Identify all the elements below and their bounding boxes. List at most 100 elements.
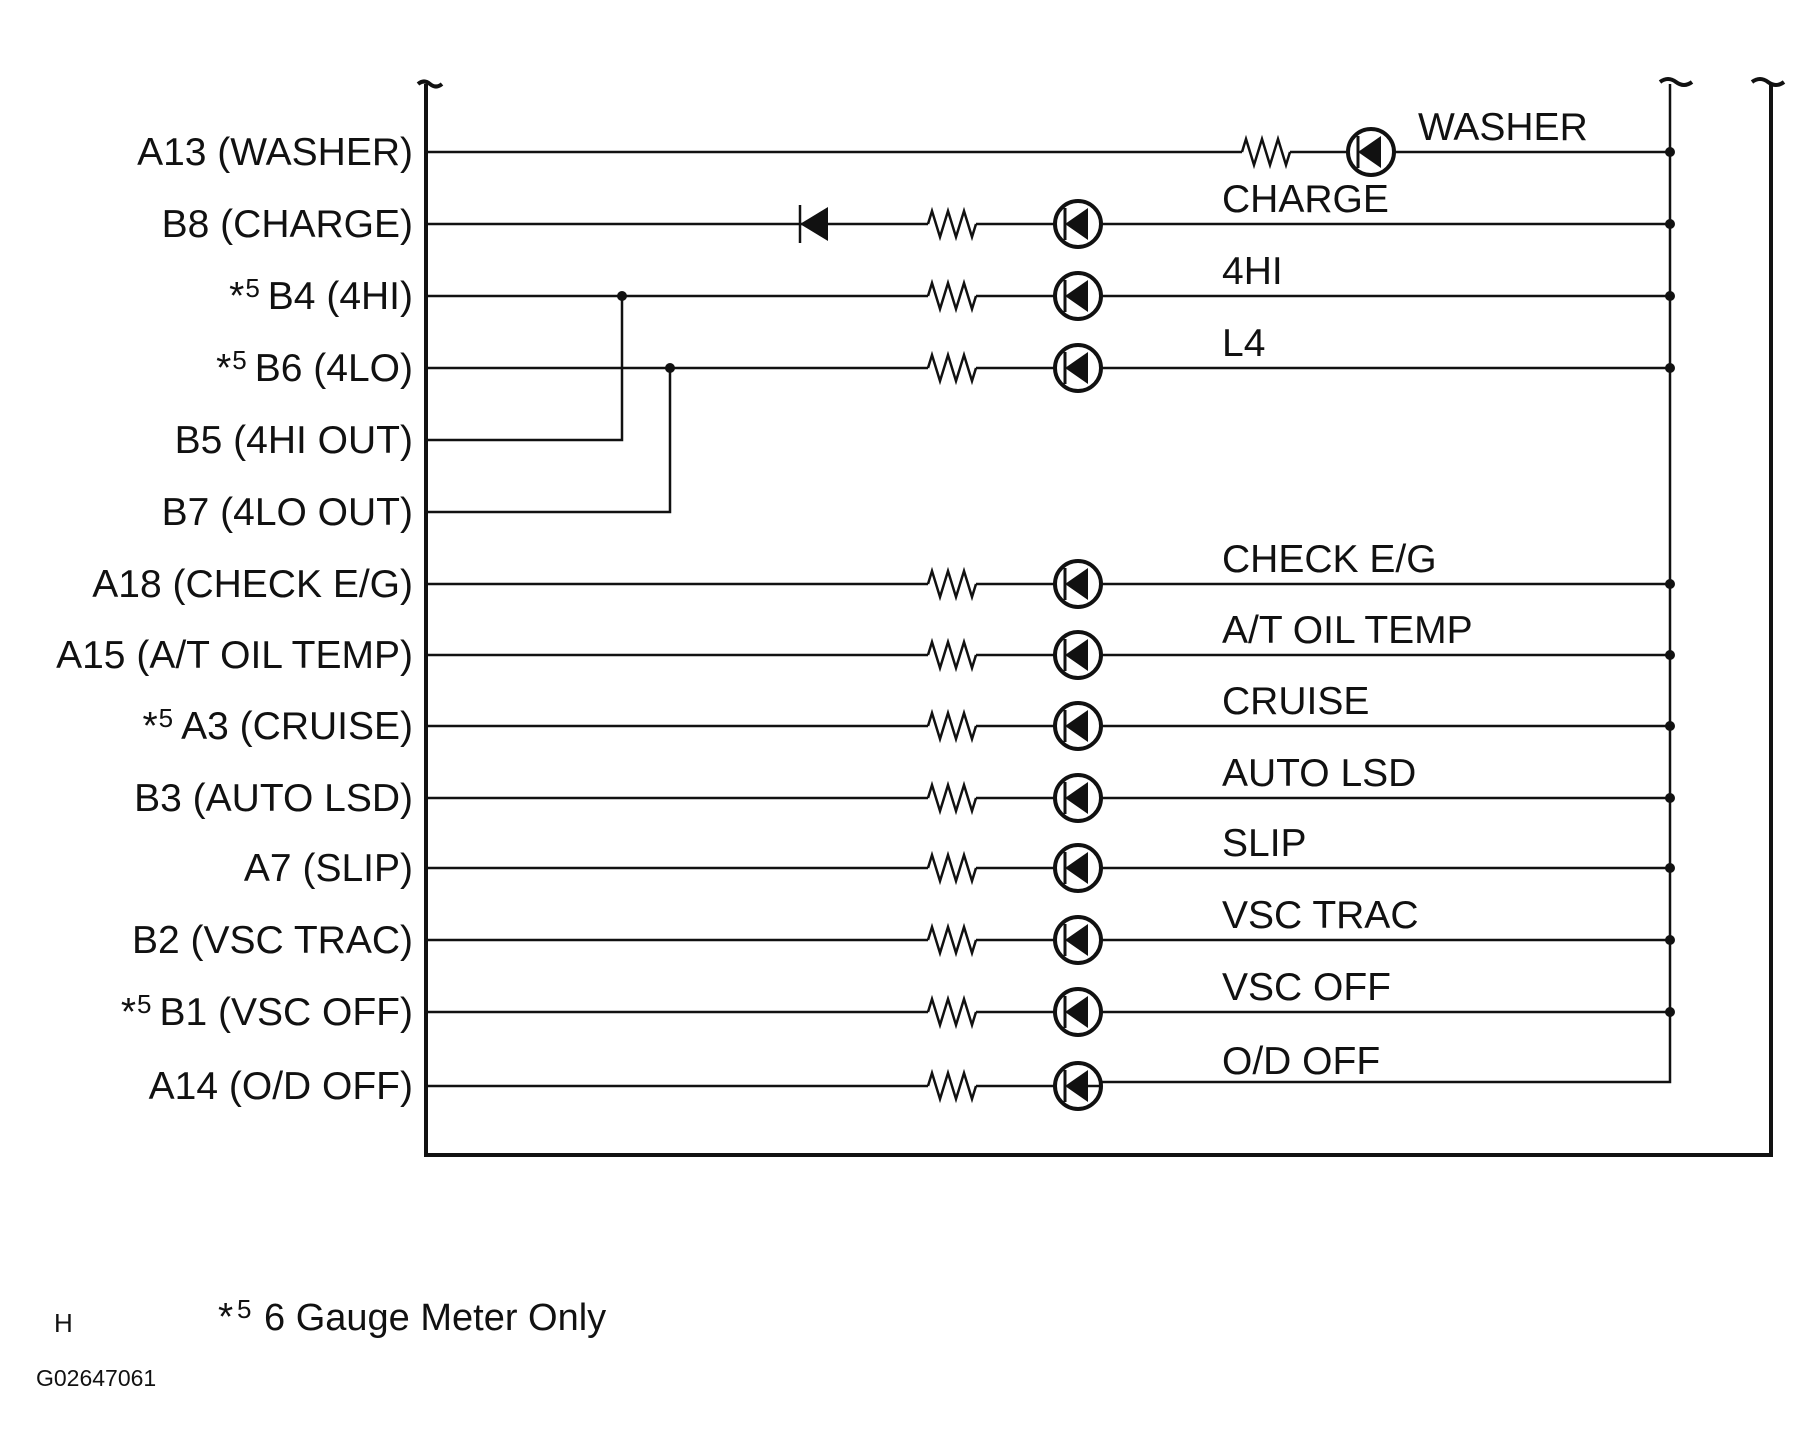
terminal-name: B6 (4LO) (255, 347, 413, 390)
resistor (926, 637, 978, 673)
terminal-label: B1 (VSC OFF)*5 (121, 989, 413, 1034)
terminal-label: B5 (4HI OUT) (175, 419, 413, 462)
footnote-star: * (218, 1296, 233, 1339)
lamp-circuit: A/T OIL TEMP (426, 609, 1675, 680)
lamp-circuit: CHARGE (426, 178, 1675, 249)
bus-junction-dot (1665, 863, 1675, 873)
lamp-circuit: L4 (426, 322, 1675, 393)
terminal-star: * (229, 275, 244, 318)
lamp-circuit: O/D OFF (426, 1040, 1380, 1111)
terminal-star: * (121, 991, 136, 1034)
junction-dot-b4 (617, 291, 627, 301)
b5-link-wire (426, 296, 624, 442)
lamp-label: CRUISE (1222, 680, 1369, 723)
terminal-label: A15 (A/T OIL TEMP) (56, 634, 413, 677)
indicator-lamp-icon (1053, 915, 1103, 965)
b7-link-wire (426, 368, 672, 514)
junction-dot-b6 (665, 363, 675, 373)
terminal-label: A3 (CRUISE) *5 (142, 703, 413, 748)
indicator-lamp-icon (1053, 701, 1103, 751)
footnote-superscript: 5 (237, 1294, 251, 1324)
lamp-label: L4 (1222, 322, 1265, 365)
indicator-lamp-icon (1053, 630, 1103, 680)
bus-junction-dot (1665, 147, 1675, 157)
indicator-lamp-icon (1053, 343, 1103, 393)
lamp-label: 4HI (1222, 250, 1283, 293)
terminal-name: B8 (CHARGE) (162, 203, 413, 246)
common-bus (1085, 84, 1672, 1084)
terminal-name: A3 (CRUISE) (181, 705, 413, 748)
terminal-label: B2 (VSC TRAC) (132, 919, 413, 962)
resistor (926, 922, 978, 958)
indicator-lamp-icon (1346, 127, 1396, 177)
lamp-label: VSC OFF (1222, 966, 1391, 1009)
terminal-label: B3 (AUTO LSD) (134, 777, 413, 820)
terminal-superscript: 5 (245, 273, 259, 303)
4wd-out-links (426, 291, 675, 514)
terminal-superscript: 5 (137, 989, 151, 1019)
terminal-name: B5 (4HI OUT) (175, 419, 413, 462)
resistor (926, 1068, 978, 1104)
charge-diode (798, 205, 828, 243)
lamp-circuit: SLIP (426, 822, 1675, 893)
terminal-name: A7 (SLIP) (244, 847, 413, 890)
terminal-label: B6 (4LO)*5 (216, 345, 413, 390)
resistor (926, 278, 978, 314)
terminal-label: B8 (CHARGE) (162, 203, 413, 246)
meter-frame (416, 77, 1786, 1157)
lamp-circuit: WASHER (426, 106, 1675, 177)
terminal-star: * (142, 705, 157, 748)
terminal-name: A18 (CHECK E/G) (92, 563, 413, 606)
resistor (926, 708, 978, 744)
terminal-superscript: 5 (159, 703, 173, 733)
terminal-label: B7 (4LO OUT) (162, 491, 413, 534)
resistor (926, 994, 978, 1030)
lamp-circuit: AUTO LSD (426, 752, 1675, 823)
terminal-name: A13 (WASHER) (137, 131, 413, 174)
indicator-lamp-icon (1053, 559, 1103, 609)
terminal-label: A18 (CHECK E/G) (92, 563, 413, 606)
bus-junction-dot (1665, 1007, 1675, 1017)
indicator-lamp-icon (1053, 843, 1103, 893)
bus-junction-dot (1665, 935, 1675, 945)
terminal-label: B4 (4HI) *5 (229, 273, 413, 318)
terminal-superscript: 5 (232, 345, 246, 375)
indicator-lamp-icon (1053, 773, 1103, 823)
resistor (926, 850, 978, 886)
resistor (926, 780, 978, 816)
lamp-label: A/T OIL TEMP (1222, 609, 1473, 652)
bus-junction-dot (1665, 291, 1675, 301)
lamp-label: SLIP (1222, 822, 1307, 865)
resistor (926, 206, 978, 242)
terminal-name: B2 (VSC TRAC) (132, 919, 413, 962)
footer-letter: H (54, 1308, 73, 1338)
lamp-label: AUTO LSD (1222, 752, 1416, 795)
resistor (926, 350, 978, 386)
terminal-name: B3 (AUTO LSD) (134, 777, 413, 820)
bus-junction-dot (1665, 219, 1675, 229)
terminal-label: A13 (WASHER) (137, 131, 413, 174)
bus-junction-dot (1665, 579, 1675, 589)
lamp-circuit: CHECK E/G (426, 538, 1675, 609)
indicator-lamp-icon (1053, 1061, 1103, 1111)
lamp-label: WASHER (1418, 106, 1588, 149)
bus-junction-dot (1665, 721, 1675, 731)
terminal-label: A7 (SLIP) (244, 847, 413, 890)
lamp-label: VSC TRAC (1222, 894, 1419, 937)
terminal-label: A14 (O/D OFF) (149, 1065, 413, 1108)
terminal-name: B4 (4HI) (268, 275, 413, 318)
lamp-circuit: CRUISE (426, 680, 1675, 751)
lamp-label: CHARGE (1222, 178, 1389, 221)
lamp-label: CHECK E/G (1222, 538, 1437, 581)
footnote-text: 6 Gauge Meter Only (264, 1297, 606, 1339)
indicator-lamp-icon (1053, 987, 1103, 1037)
resistor (926, 566, 978, 602)
figure-code: G02647061 (36, 1365, 156, 1391)
bus-junction-dot (1665, 793, 1675, 803)
lamp-circuit: 4HI (426, 250, 1675, 321)
bus-junction-dot (1665, 650, 1675, 660)
terminal-name: A15 (A/T OIL TEMP) (56, 634, 413, 677)
resistor (1240, 134, 1292, 170)
indicator-lamp-icon (1053, 199, 1103, 249)
